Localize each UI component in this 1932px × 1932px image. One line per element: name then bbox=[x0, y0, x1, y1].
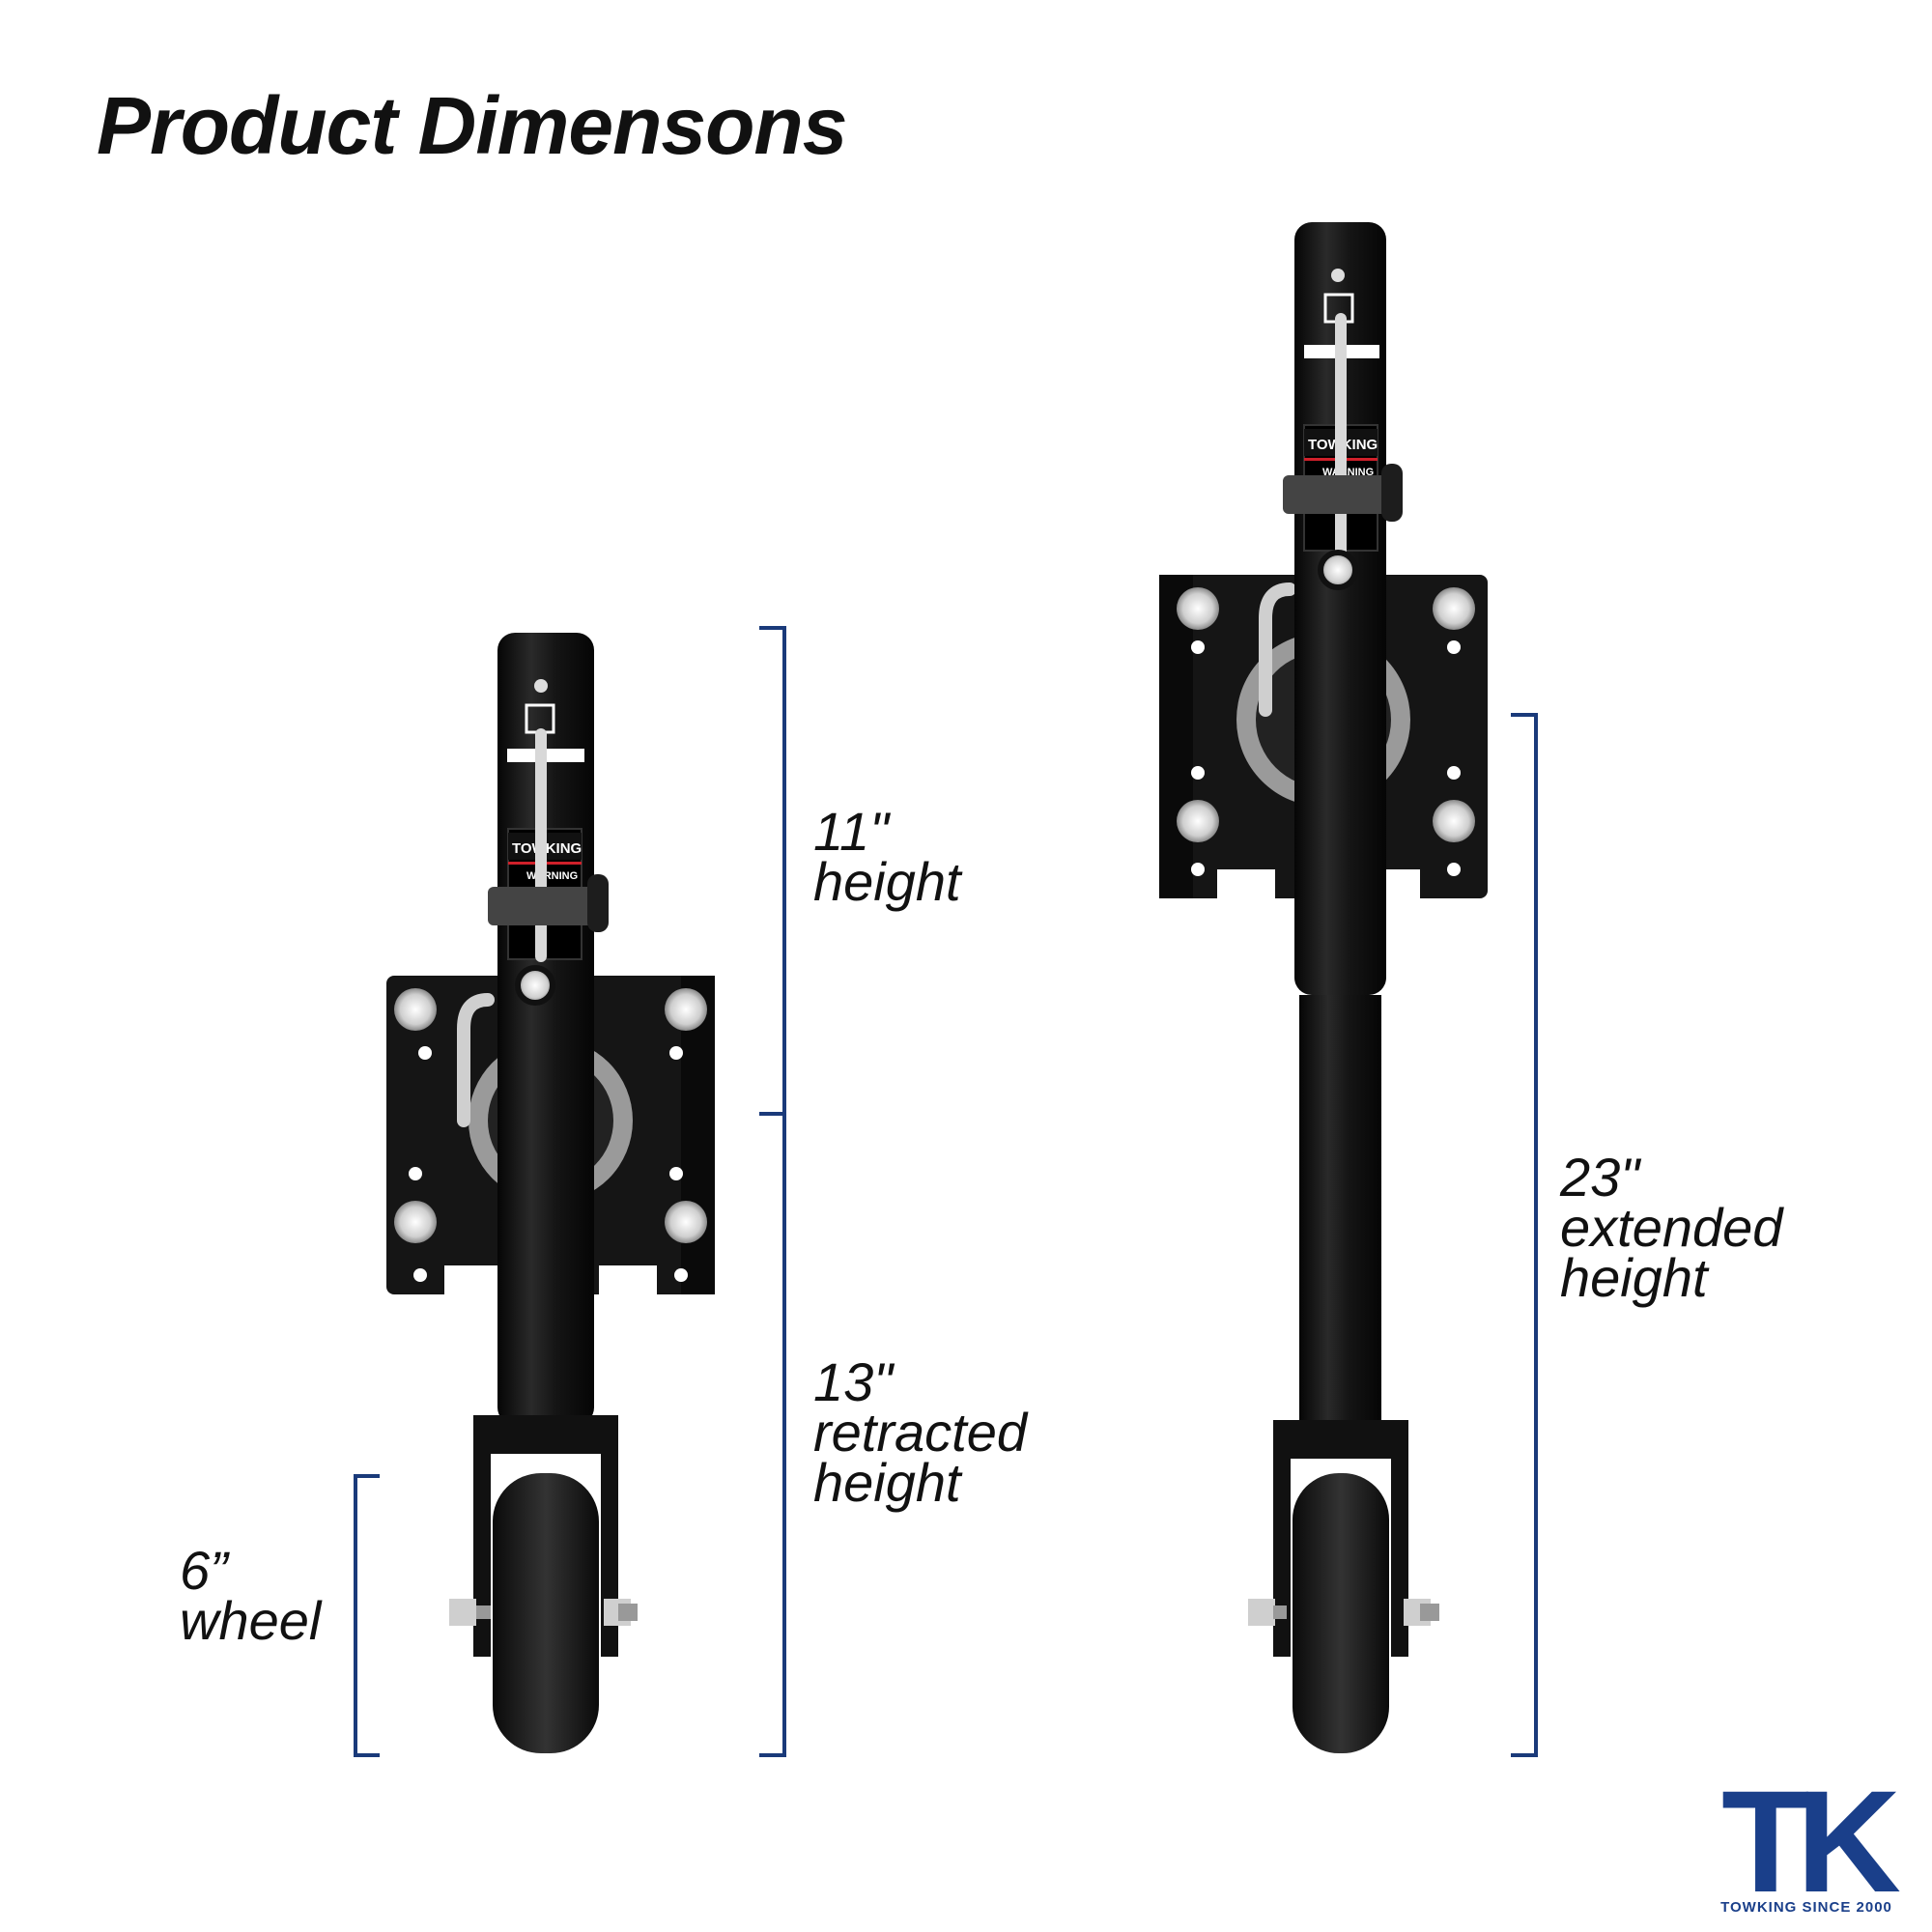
crank-knob bbox=[515, 965, 555, 1006]
brand-logo: TK bbox=[1721, 1768, 1901, 1903]
bolt bbox=[1177, 587, 1219, 630]
label-brand: TOWKING bbox=[512, 840, 582, 857]
dim-wheel-value: 6” bbox=[180, 1540, 228, 1601]
bracket-extended bbox=[1511, 713, 1538, 1757]
pin-handle bbox=[1259, 582, 1296, 717]
dim-extended-value: 23" bbox=[1560, 1147, 1640, 1208]
bolt bbox=[394, 988, 437, 1031]
dim-top-height-value: 11" bbox=[813, 801, 890, 862]
jack-extended: TOWKING WARNING bbox=[1159, 222, 1488, 1753]
clamp bbox=[1283, 475, 1397, 514]
dim-retracted-label: 13" retracted height bbox=[813, 1351, 1027, 1513]
wheel-yoke bbox=[473, 1415, 618, 1454]
bolt bbox=[665, 1201, 707, 1243]
bolt bbox=[1177, 800, 1219, 842]
axle-nut bbox=[1248, 1599, 1275, 1626]
dim-top-height-label: 11" height bbox=[813, 801, 961, 912]
page-title: Product Dimensons bbox=[97, 80, 847, 171]
wheel bbox=[1293, 1473, 1389, 1753]
jack-retracted: TOWKING WARNING bbox=[386, 633, 715, 1753]
logo-tagline: TOWKING SINCE 2000 bbox=[1720, 1899, 1892, 1916]
bolt bbox=[665, 988, 707, 1031]
bracket-wheel bbox=[354, 1474, 380, 1757]
bracket-retracted bbox=[759, 626, 786, 1757]
dim-retracted-text1: retracted bbox=[813, 1402, 1027, 1463]
axle-nut bbox=[449, 1599, 476, 1626]
label-warning: WARNING bbox=[526, 870, 578, 882]
wheel-yoke bbox=[1273, 1420, 1408, 1459]
dim-wheel-text: wheel bbox=[180, 1590, 322, 1651]
wheel bbox=[493, 1473, 599, 1753]
dim-extended-label: 23" extended height bbox=[1560, 1147, 1783, 1308]
pin-handle bbox=[457, 993, 495, 1127]
dim-top-height-text: height bbox=[813, 851, 961, 912]
jack-tube-lower bbox=[1299, 995, 1381, 1430]
bolt bbox=[394, 1201, 437, 1243]
crank-knob bbox=[1318, 550, 1358, 590]
dim-extended-text1: extended bbox=[1560, 1197, 1783, 1258]
dim-retracted-text2: height bbox=[813, 1452, 961, 1513]
dimension-brackets bbox=[354, 626, 1538, 1757]
bolt bbox=[1433, 800, 1475, 842]
bolt bbox=[1433, 587, 1475, 630]
clamp bbox=[488, 887, 604, 925]
dim-wheel-label: 6” wheel bbox=[180, 1540, 322, 1651]
logo-mark: TK bbox=[1721, 1768, 1900, 1903]
dim-extended-text2: height bbox=[1560, 1247, 1708, 1308]
jack-tube-upper bbox=[1294, 222, 1386, 995]
dim-retracted-value: 13" bbox=[813, 1351, 894, 1412]
